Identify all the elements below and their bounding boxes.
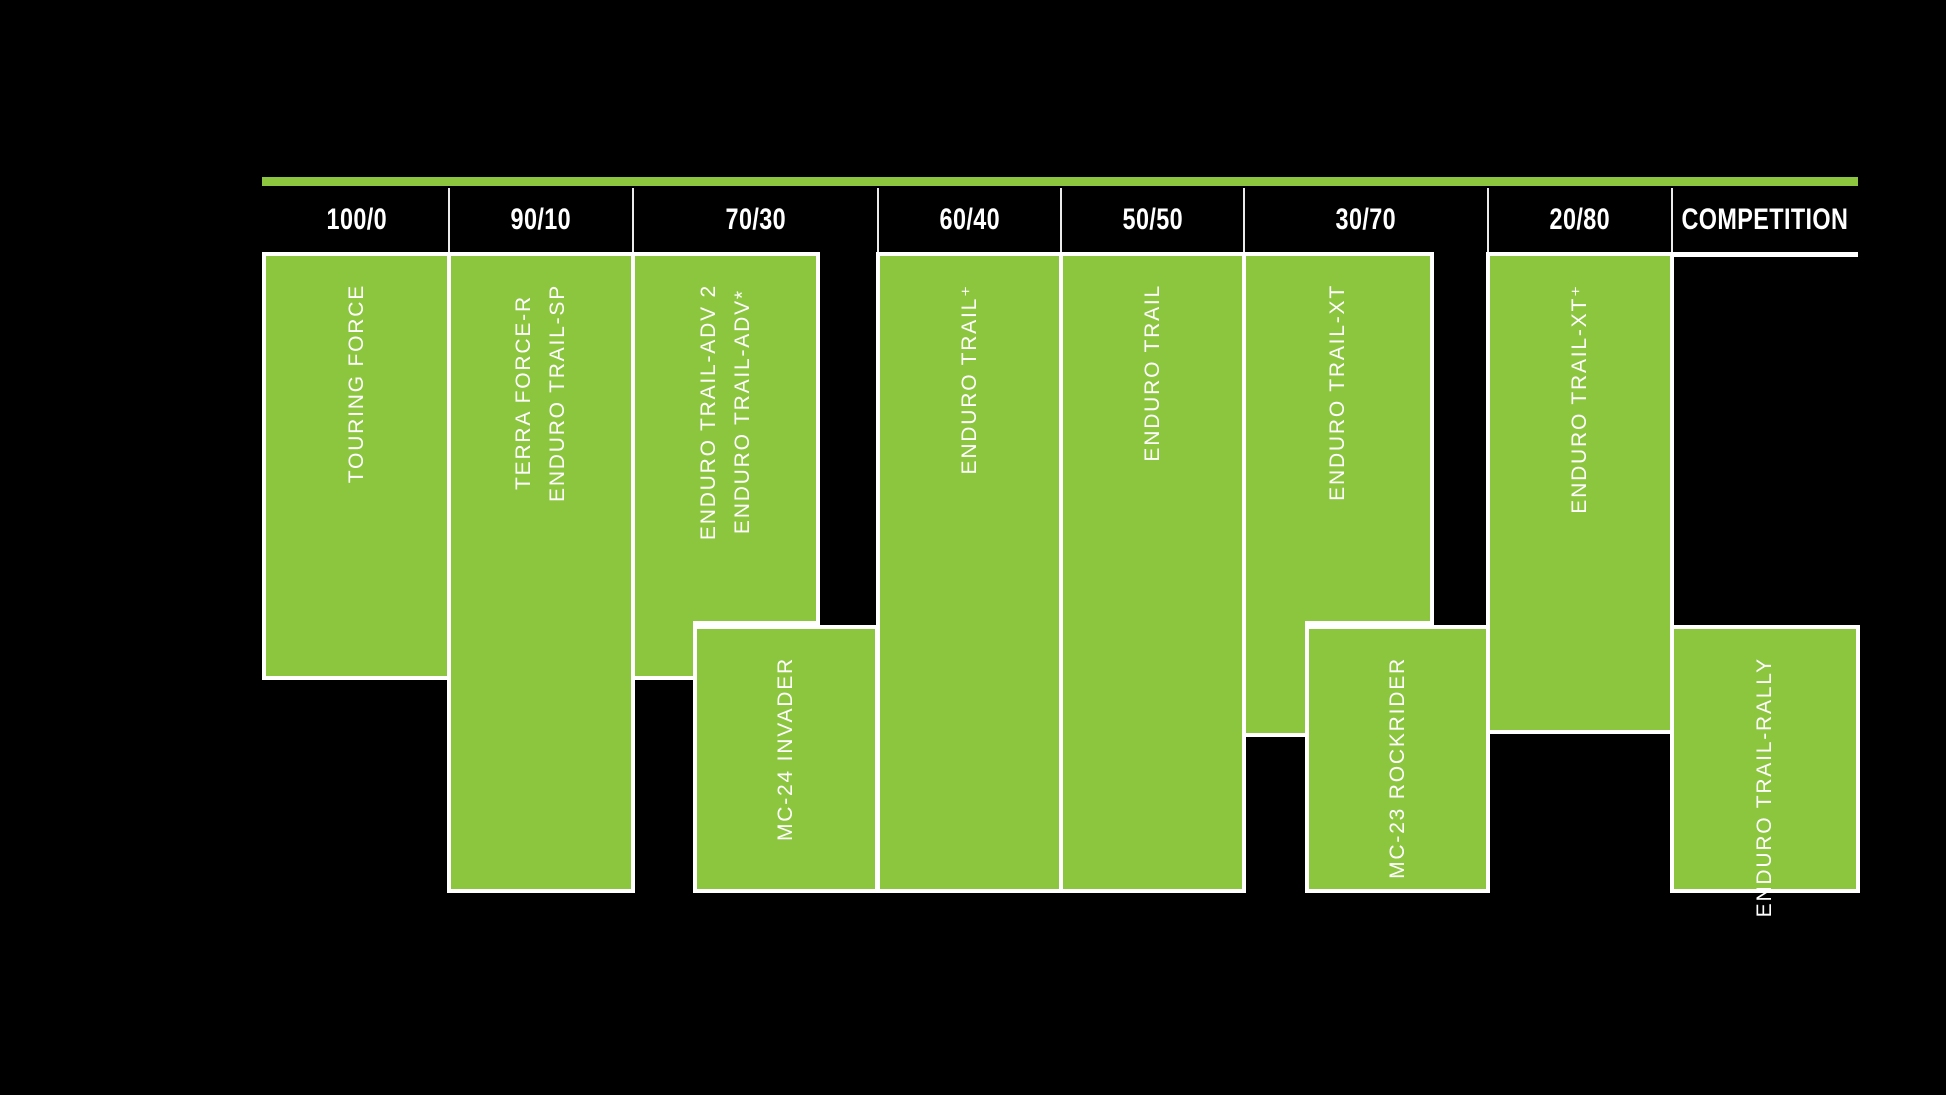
header-divider — [1671, 188, 1673, 253]
header-divider — [1243, 188, 1245, 253]
header-divider — [877, 188, 879, 253]
product-block-fill-touring-force — [266, 256, 447, 676]
header-label: 30/70 — [1335, 202, 1397, 236]
product-block-fill-enduro-trail-plus — [880, 256, 1059, 889]
competition-cell-top-border — [1670, 252, 1858, 257]
header-divider — [448, 188, 450, 253]
header-label: 100/0 — [326, 202, 387, 236]
header-cell-50-50: 50/50 — [1061, 186, 1244, 253]
header-divider — [1487, 188, 1489, 253]
header-cell-60-40: 60/40 — [878, 186, 1061, 253]
header-cell-70-30: 70/30 — [633, 186, 878, 253]
product-block-fill-enduro-trail-xt — [1246, 256, 1305, 733]
header-label: 70/30 — [725, 202, 786, 236]
header-divider — [632, 188, 634, 253]
header-label: 90/10 — [510, 202, 572, 236]
header-cell-90-10: 90/10 — [449, 186, 633, 253]
product-block-fill-terra-force-r — [451, 256, 631, 889]
header-divider — [1060, 188, 1062, 253]
product-block-fill-enduro-trail-xt-plus — [1490, 256, 1670, 730]
header-cell-competition: COMPETITION — [1672, 186, 1858, 253]
header-label: 60/40 — [939, 202, 1000, 236]
header-cell-100-0: 100/0 — [264, 186, 449, 253]
top-accent-bar — [262, 177, 1858, 186]
header-cell-30-70: 30/70 — [1244, 186, 1488, 253]
product-block-fill-enduro-trail — [1063, 256, 1242, 889]
header-label: 50/50 — [1122, 202, 1183, 236]
header-label: COMPETITION — [1681, 202, 1849, 236]
product-block-fill-mc-23-rockrider — [1309, 629, 1486, 889]
product-block-fill-mc-24-invader — [697, 629, 875, 889]
header-label: 20/80 — [1549, 202, 1611, 236]
product-block-fill-enduro-trail-adv-2 — [635, 256, 693, 676]
header-cell-20-80: 20/80 — [1488, 186, 1672, 253]
product-block-fill-enduro-trail-rally — [1674, 629, 1856, 889]
